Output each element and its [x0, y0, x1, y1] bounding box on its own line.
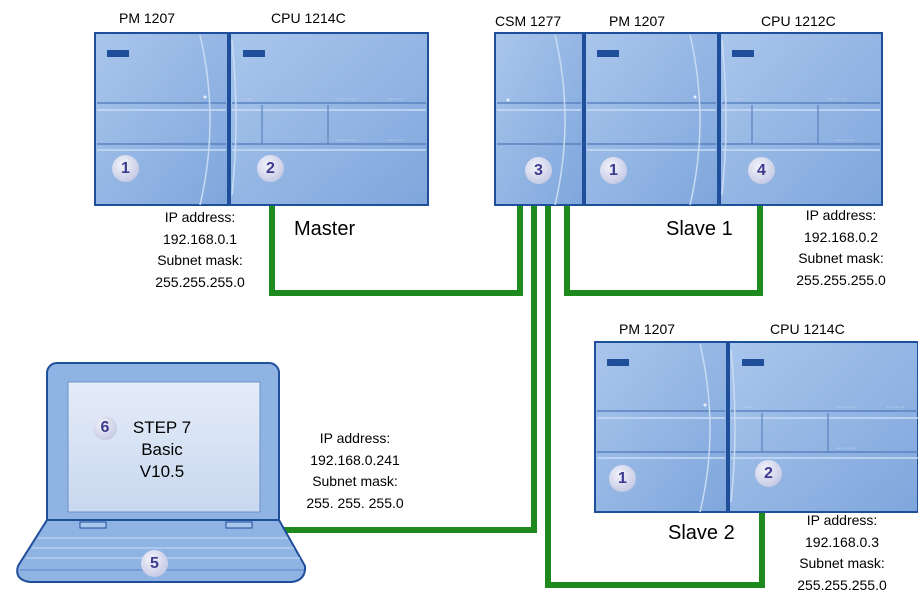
badge-slave2-pm: 1 — [609, 465, 636, 492]
slave1-csm-label: CSM 1277 — [495, 13, 562, 29]
badge-slave1-csm: 3 — [525, 157, 552, 184]
software-name: STEP 7 Basic V10.5 — [122, 417, 202, 483]
slave2-ip-block: IP address: 192.168.0.3 Subnet mask: 255… — [766, 510, 918, 596]
svg-text:·········: ········· — [836, 445, 857, 452]
badge-master-pm: 1 — [112, 155, 139, 182]
cable-pc — [280, 205, 537, 533]
badge-slave1-cpu: 4 — [748, 157, 775, 184]
ethernet-cables — [269, 205, 765, 588]
slave2-mask-label: Subnet mask: — [799, 555, 885, 571]
software-line-3: V10.5 — [139, 462, 185, 481]
badge-software: 6 — [93, 416, 117, 440]
slave2-mask-value: 255.255.255.0 — [797, 576, 887, 593]
badge-master-cpu: 2 — [257, 155, 284, 182]
pc-mask-value: 255. 255. 255.0 — [306, 494, 404, 511]
master-cpu-module: ···· ········· ········ ········· ······… — [229, 32, 429, 206]
badge-laptop: 5 — [141, 550, 168, 577]
svg-text:·········: ········· — [826, 96, 847, 103]
slave1-mask-label: Subnet mask: — [798, 250, 884, 266]
master-pm-module — [94, 32, 229, 206]
svg-text:·········: ········· — [834, 137, 855, 144]
master-ip-label: IP address: — [164, 209, 236, 225]
svg-text:·········: ········· — [336, 137, 357, 144]
slave2-pm-label: PM 1207 — [619, 321, 676, 337]
master-mask-value: 255.255.255.0 — [155, 273, 245, 290]
master-ip-block: IP address: 192.168.0.1 Subnet mask: 255… — [120, 207, 280, 293]
cable-slave2 — [545, 205, 765, 588]
slave1-role-label: Slave 1 — [666, 218, 733, 240]
slave1-pm-label: PM 1207 — [609, 13, 666, 29]
slave2-ip-value: 192.168.0.3 — [805, 533, 879, 550]
badge-slave1-pm: 1 — [600, 157, 627, 184]
master-ip-value: 192.168.0.1 — [163, 230, 237, 247]
svg-text:········: ········ — [386, 137, 405, 144]
svg-text:····: ···· — [243, 96, 252, 103]
pc-ip-label: IP address: — [319, 430, 391, 446]
slave1-mask-value: 255.255.255.0 — [796, 271, 886, 288]
master-mask-label: Subnet mask: — [157, 252, 243, 268]
slave2-cpu-label: CPU 1214C — [770, 321, 845, 337]
slave1-ip-label: IP address: — [805, 207, 877, 223]
pc-ip-value: 192.168.0.241 — [310, 451, 400, 468]
slave2-ip-label: IP address: — [806, 512, 878, 528]
cable-slave1 — [564, 205, 763, 296]
svg-text:····: ···· — [743, 404, 752, 411]
slave1-cpu-module: ···· ········· ········· — [719, 32, 883, 206]
svg-text:········: ········ — [386, 96, 405, 103]
master-role-label: Master — [294, 218, 356, 240]
badge-slave2-cpu: 2 — [755, 460, 782, 487]
pc-mask-label: Subnet mask: — [312, 473, 398, 489]
slave1-ip-block: IP address: 192.168.0.2 Subnet mask: 255… — [764, 205, 918, 291]
svg-text:········: ········ — [886, 404, 905, 411]
svg-text:·········: ········· — [336, 96, 357, 103]
slave2-role-label: Slave 2 — [668, 522, 735, 544]
cable-master — [269, 205, 523, 296]
master-pm-label: PM 1207 — [119, 10, 176, 26]
software-line-1: STEP 7 — [132, 418, 192, 437]
svg-text:·········: ········· — [836, 404, 857, 411]
software-line-2: Basic — [141, 440, 183, 459]
master-cpu-label: CPU 1214C — [271, 10, 346, 26]
svg-text:····: ···· — [733, 96, 742, 103]
pc-ip-block: IP address: 192.168.0.241 Subnet mask: 2… — [280, 428, 430, 514]
slave1-ip-value: 192.168.0.2 — [804, 228, 878, 245]
slave2-cpu-module: ···· ········· ········ ········· — [728, 341, 918, 513]
slave1-cpu-label: CPU 1212C — [761, 13, 836, 29]
